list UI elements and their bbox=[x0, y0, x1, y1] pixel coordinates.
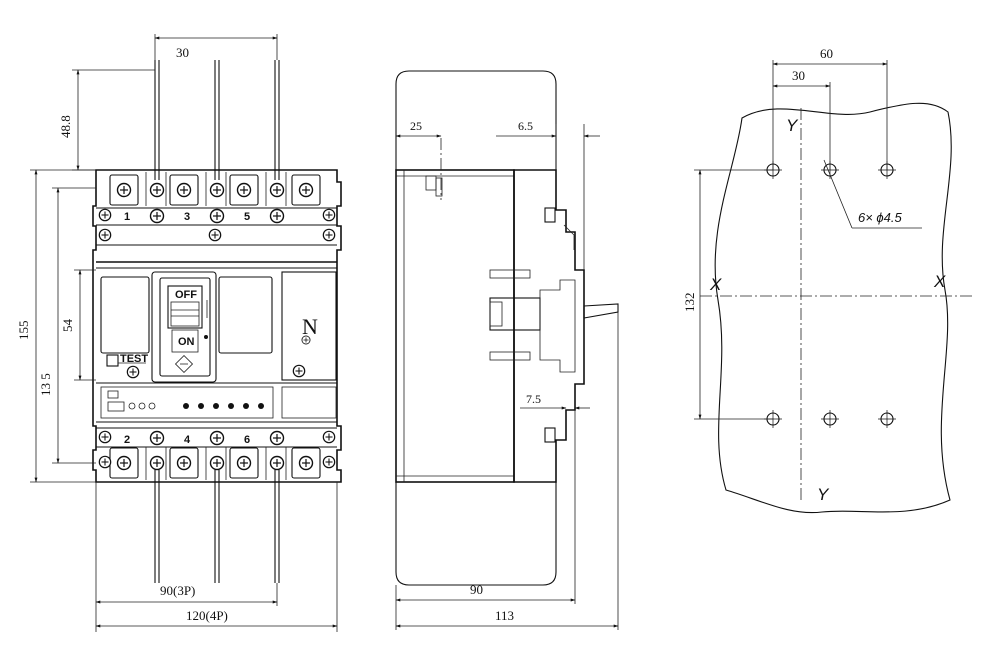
bottom-terminal-block bbox=[96, 427, 337, 480]
terminal-label-6: 6 bbox=[244, 434, 250, 446]
bottom-terminal-screws bbox=[98, 430, 336, 471]
brand-logo-icon bbox=[174, 354, 194, 374]
dim-90-label: 90 bbox=[470, 582, 483, 597]
dim-30: 30 bbox=[772, 68, 831, 170]
dim-60: 60 bbox=[772, 46, 888, 170]
hole-callout: 6× ϕ4.5 bbox=[823, 159, 922, 229]
dim-handle-height-label: 54 bbox=[60, 319, 75, 333]
handle-off-label: OFF bbox=[175, 289, 197, 301]
dim-30-label: 30 bbox=[792, 68, 805, 83]
front-view: 1 3 5 OFF ON TEST bbox=[16, 34, 342, 632]
terminal-label-2: 2 bbox=[124, 434, 130, 446]
top-terminal-screws bbox=[98, 182, 336, 242]
hole-icon bbox=[878, 410, 896, 428]
dim-132-label: 132 bbox=[682, 293, 697, 313]
terminal-cover-outline bbox=[395, 70, 557, 170]
terminal-label-5: 5 bbox=[244, 211, 250, 223]
dim-width-4p: 120(4P) bbox=[95, 482, 338, 632]
dim-132: 132 bbox=[682, 169, 773, 420]
dim-width-3p: 90(3P) bbox=[95, 482, 278, 632]
dim-width-3p-label: 90(3P) bbox=[160, 583, 195, 598]
dim-handle-height: 54 bbox=[60, 269, 96, 381]
dim-6-5-label: 6.5 bbox=[518, 119, 533, 133]
handle-lever[interactable] bbox=[583, 303, 619, 319]
mounting-view: X X Y Y 60 30 1 bbox=[682, 46, 972, 514]
dim-113: 113 bbox=[395, 312, 619, 630]
bottom-terminal-rods bbox=[154, 470, 280, 583]
hole-callout-label: 6× ϕ4.5 bbox=[858, 210, 903, 225]
dim-terminal-height-label: 48.8 bbox=[58, 115, 73, 138]
front-cover: OFF ON TEST N bbox=[100, 271, 337, 383]
dim-overall-height: 155 bbox=[16, 169, 96, 483]
mounting-holes bbox=[764, 161, 896, 428]
dim-60-label: 60 bbox=[820, 46, 833, 61]
test-label: TEST bbox=[120, 353, 148, 365]
dim-overall-height-label: 155 bbox=[16, 321, 31, 341]
top-terminal-rods bbox=[154, 60, 280, 180]
dim-pitch-label: 30 bbox=[176, 45, 189, 60]
handle-on-label: ON bbox=[178, 336, 195, 348]
top-terminal-block bbox=[96, 172, 337, 269]
dim-90: 90 bbox=[395, 410, 576, 630]
dim-6-5: 6.5 bbox=[496, 119, 600, 270]
dim-body-height: 13 5 bbox=[38, 187, 96, 464]
dim-width-4p-label: 120(4P) bbox=[186, 608, 228, 623]
dim-25-label: 25 bbox=[410, 119, 422, 133]
axis-x-right-label: X bbox=[933, 272, 946, 291]
terminal-label-1: 1 bbox=[124, 211, 130, 223]
terminal-label-4: 4 bbox=[184, 434, 191, 446]
axis-y-top-label: Y bbox=[786, 116, 799, 135]
breaker-outline bbox=[92, 169, 342, 483]
axis-y-bottom-label: Y bbox=[817, 485, 830, 504]
terminal-label-3: 3 bbox=[184, 211, 190, 223]
dim-body-height-label: 13 5 bbox=[38, 373, 53, 396]
test-button[interactable] bbox=[106, 354, 119, 367]
dim-25: 25 bbox=[395, 119, 442, 138]
hole-icon bbox=[821, 410, 839, 428]
dim-pitch: 30 bbox=[154, 34, 278, 60]
side-view: 25 6.5 7.5 90 113 bbox=[395, 70, 619, 630]
dim-7-5-label: 7.5 bbox=[526, 392, 541, 406]
dim-7-5: 7.5 bbox=[520, 392, 590, 410]
neutral-label: N bbox=[302, 314, 318, 339]
dim-terminal-height: 48.8 bbox=[58, 69, 155, 171]
dim-113-label: 113 bbox=[495, 608, 514, 623]
panel-cutout-outline bbox=[714, 102, 952, 514]
trip-unit-strip bbox=[96, 382, 337, 423]
axis-x-left-label: X bbox=[709, 275, 722, 294]
